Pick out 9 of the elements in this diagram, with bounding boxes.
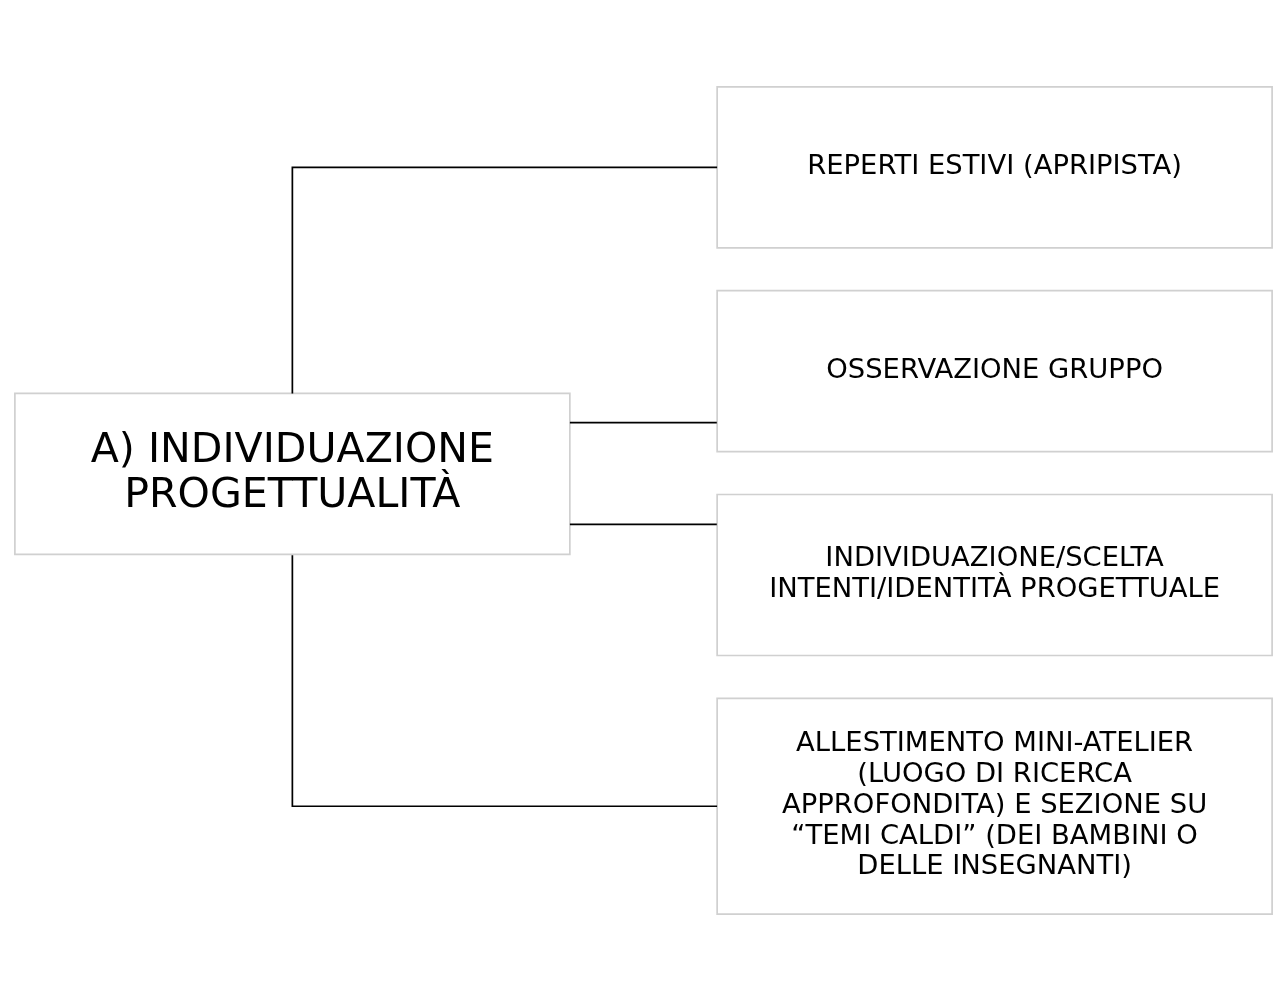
- connector: [569, 523, 718, 525]
- node-box: OSSERVAZIONE GRUPPO: [716, 289, 1273, 453]
- connector: [291, 166, 718, 394]
- connector: [291, 553, 718, 807]
- connector: [569, 421, 718, 423]
- node-box: A) INDIVIDUAZIONE PROGETTUALITÀ: [14, 392, 571, 555]
- node-box: REPERTI ESTIVI (APRIPISTA): [716, 85, 1273, 249]
- node-box: INDIVIDUAZIONE/SCELTA INTENTI/IDENTITÀ PROGETTUALE: [716, 493, 1273, 656]
- node-box: ALLESTIMENTO MINI-ATELIER (LUOGO DI RICERCA APPROFONDITA) E SEZIONE SU “TEMI CALDI” (DEI BAMBINI O DELLE INSEGNANTI): [716, 696, 1273, 915]
